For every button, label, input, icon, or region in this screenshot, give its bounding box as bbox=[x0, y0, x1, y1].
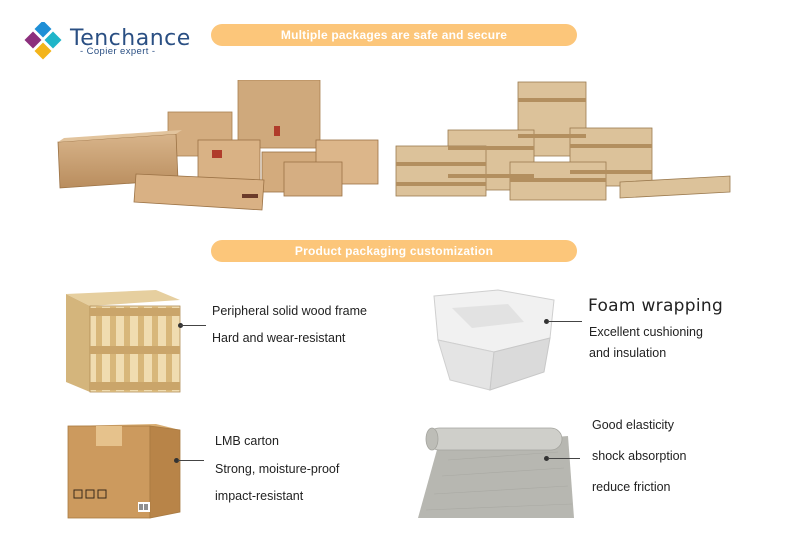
carton-pointer-line bbox=[178, 460, 204, 461]
cardboard-boxes-image bbox=[57, 80, 379, 211]
wood-feature-line1: Peripheral solid wood frame bbox=[212, 304, 367, 318]
roll-pointer-dot bbox=[544, 456, 549, 461]
foam-pointer-line bbox=[548, 321, 582, 322]
brand-name: Tenchance bbox=[70, 26, 191, 51]
foam-insert-image bbox=[433, 289, 555, 391]
carton-feature-line1: LMB carton bbox=[215, 434, 279, 448]
foam-pointer-dot bbox=[544, 319, 549, 324]
logo-diamond-icon bbox=[24, 22, 62, 60]
brand-tagline: - Copier expert - bbox=[80, 46, 156, 57]
banner-customization: Product packaging customization bbox=[211, 240, 577, 262]
roll-feature-line1: Good elasticity bbox=[592, 418, 674, 432]
carton-pointer-dot bbox=[174, 458, 179, 463]
roll-feature-line3: reduce friction bbox=[592, 480, 671, 494]
foam-roll-image bbox=[418, 427, 574, 518]
roll-pointer-line bbox=[548, 458, 580, 459]
wood-pointer-line bbox=[180, 325, 206, 326]
carton-feature-line3: impact-resistant bbox=[215, 489, 304, 503]
foam-feature-line2: and insulation bbox=[589, 346, 667, 360]
banner-safe-secure: Multiple packages are safe and secure bbox=[211, 24, 577, 46]
wood-feature-line2: Hard and wear-resistant bbox=[212, 331, 346, 345]
carton-feature-line2: Strong, moisture-proof bbox=[215, 462, 340, 476]
carton-box-image bbox=[67, 424, 181, 519]
wooden-crates-image bbox=[395, 81, 731, 201]
foam-feature-title: Foam wrapping bbox=[588, 296, 724, 316]
roll-feature-line2: shock absorption bbox=[592, 449, 687, 463]
wood-crate-image bbox=[66, 290, 181, 393]
foam-feature-line1: Excellent cushioning bbox=[589, 325, 703, 339]
